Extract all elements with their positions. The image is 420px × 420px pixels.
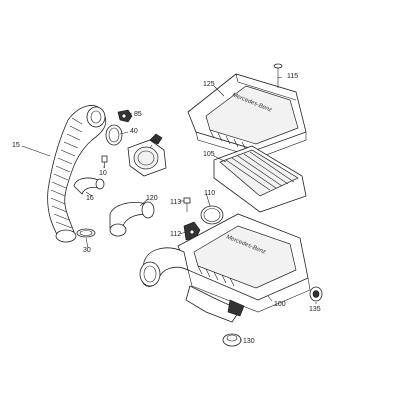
clip-85 — [117, 109, 133, 123]
callout-40: 40 — [130, 128, 138, 135]
bolt-113 — [183, 197, 191, 212]
callout-115: 115 — [287, 73, 298, 80]
callout-135: 135 — [309, 306, 321, 313]
grommet-135 — [309, 286, 323, 302]
callout-105: 105 — [203, 151, 215, 158]
callout-110: 110 — [204, 190, 215, 197]
callout-100: 100 — [274, 301, 286, 308]
intake-hose-part — [47, 105, 107, 243]
screw-115 — [273, 63, 283, 88]
callout-130: 130 — [243, 338, 255, 345]
filter-housing-lid-125: Mercedes-Benz — [187, 73, 307, 159]
clamp-ring-40 — [105, 124, 123, 146]
callout-30: 30 — [83, 247, 91, 254]
rubber-mount-130 — [222, 333, 242, 347]
filter-housing-base-100: Mercedes-Benz — [139, 213, 311, 323]
air-filter-element-105 — [213, 145, 307, 213]
seal-ring-110 — [200, 205, 224, 225]
callout-120: 120 — [146, 195, 158, 202]
callout-112: 112 — [170, 231, 181, 238]
callout-10: 10 — [99, 170, 107, 177]
bracket-112 — [183, 221, 201, 241]
callout-16: 16 — [86, 195, 94, 202]
callout-15: 15 — [12, 142, 20, 149]
hose-clamp-30 — [76, 228, 96, 238]
callout-125: 125 — [203, 81, 215, 88]
callout-5: 5 — [154, 139, 158, 146]
air-mass-sensor-5 — [127, 133, 167, 177]
bolt-10 — [101, 155, 108, 168]
small-hose-16 — [73, 177, 105, 195]
leader-lines — [21, 76, 317, 341]
callout-113: 113 — [170, 199, 181, 206]
intake-duct-120 — [109, 201, 155, 237]
callout-85: 85 — [134, 111, 142, 118]
